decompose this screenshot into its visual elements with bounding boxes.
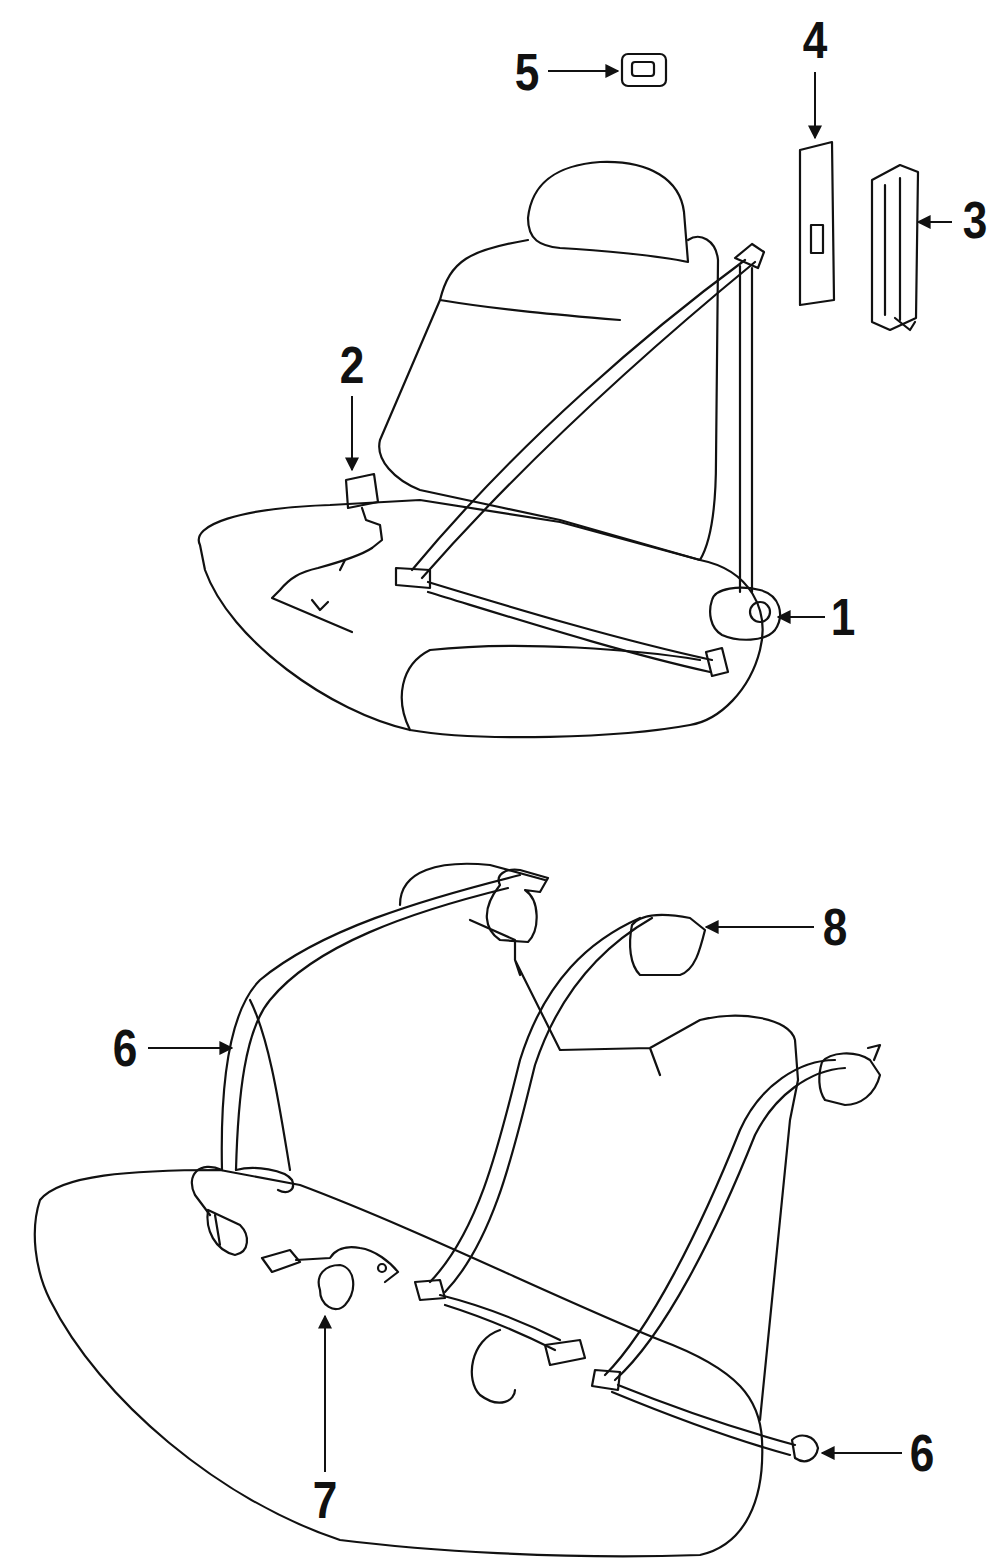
- callout-number: 2: [340, 339, 365, 391]
- callout-number: 6: [910, 1427, 935, 1479]
- callout-number: 5: [515, 46, 540, 98]
- callout-number: 7: [313, 1474, 338, 1526]
- callout-number: 8: [823, 901, 848, 953]
- callout-number: 4: [803, 14, 828, 66]
- callout-number: 3: [963, 194, 988, 246]
- callout-number: 1: [831, 591, 856, 643]
- callout-number: 6: [113, 1022, 138, 1074]
